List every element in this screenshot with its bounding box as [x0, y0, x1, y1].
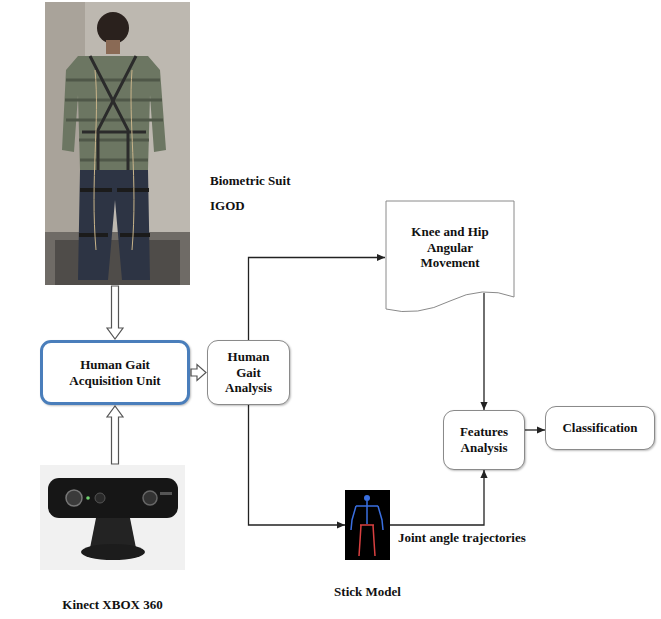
document-border: [386, 201, 514, 312]
arrow-head: [377, 254, 385, 261]
hollow-arrow: [107, 286, 123, 339]
connector: [480, 293, 487, 410]
process-box: Human Gait Acquisition Unit: [40, 340, 190, 405]
caption-text: Biometric Suit: [210, 173, 340, 189]
caption-text: Kinect XBOX 360: [40, 597, 185, 613]
arrow-head: [537, 426, 545, 433]
caption-text: IGOD: [210, 198, 290, 214]
connector-line: [249, 258, 386, 341]
arrow-head: [480, 402, 487, 410]
node-text: Features Analysis: [450, 424, 518, 455]
kinect-node: Kinect XBOX 360: [40, 465, 185, 570]
node-text: Human Gait Analysis: [214, 349, 283, 396]
process-box: Human Gait Analysis: [207, 340, 290, 405]
connector-line: [249, 405, 346, 525]
caption-text: Stick Model: [315, 584, 420, 600]
connector: [390, 470, 488, 525]
kinect-photo: [40, 465, 185, 570]
stick-model-image: [345, 490, 390, 560]
suit-photo: [45, 2, 190, 285]
node-text: Classification: [562, 420, 637, 436]
connector: [107, 406, 123, 464]
connector: [249, 405, 346, 529]
connector-line: [390, 470, 484, 525]
process-box: Classification: [545, 406, 655, 450]
connector-line: [483, 293, 484, 410]
connector: [107, 286, 123, 339]
arrow-head: [337, 521, 345, 528]
node-text: Human Gait Acquisition Unit: [49, 357, 181, 388]
connector: [525, 426, 545, 433]
hollow-arrow: [107, 406, 123, 464]
stick-model-node: Stick Model: [345, 490, 390, 560]
process-box: Features Analysis: [443, 410, 525, 470]
document-shape: Knee and Hip Angular Movement: [385, 200, 515, 315]
suit-photo-node: Biometric SuitIGOD: [45, 2, 190, 285]
hollow-arrow: [191, 365, 206, 381]
connector: [191, 365, 206, 381]
connector: [249, 254, 386, 340]
edge-label: Joint angle trajectories: [396, 530, 528, 546]
node-text: Knee and Hip Angular Movement: [403, 224, 497, 271]
arrow-head: [480, 470, 487, 478]
